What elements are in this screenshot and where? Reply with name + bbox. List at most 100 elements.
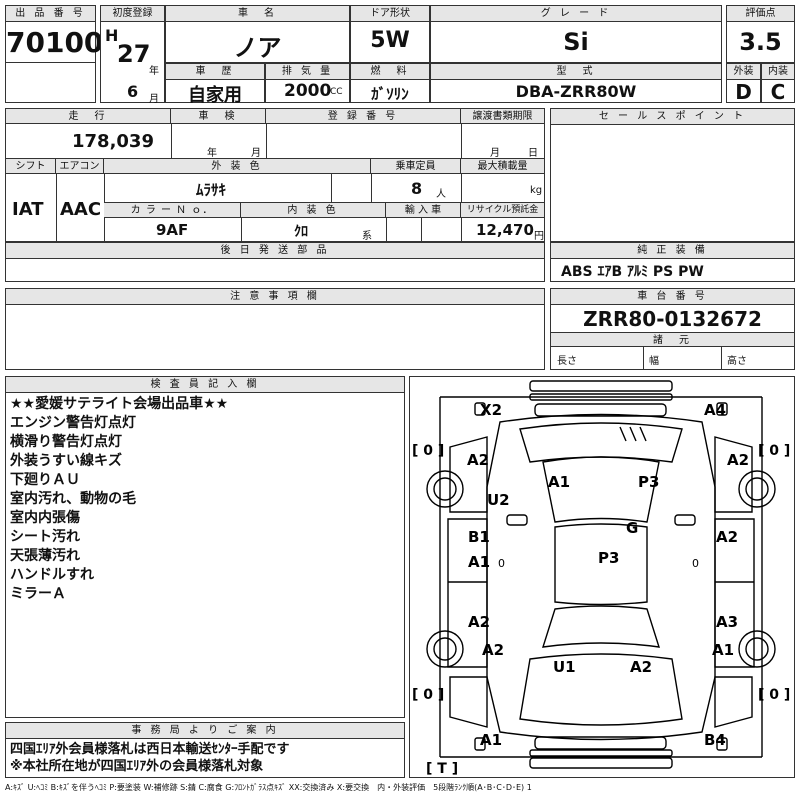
genuine-equipment-box: 純 正 装 備 ABS ｴｱB ｱﾙﾐ PS PW [550,242,795,282]
damage-mark: A1 [548,473,570,491]
damage-mark: A3 [716,613,738,631]
tire-depth-mark: [ 0 ] [412,687,444,703]
chassis-box: 車 台 番 号 ZRR80-0132672 諸 元 長さ 幅 高さ [550,288,795,370]
inspector-note-line: シート汚れ [10,529,80,545]
door-label: ドア形状 [351,6,429,22]
model-value: DBA-ZRR80W [515,82,637,101]
car-name-box: 車 名 ノア [165,5,350,63]
month-unit: 月 [149,94,159,105]
inspector-note-line: ハンドルすれ [10,567,94,583]
damage-mark: A2 [482,641,504,659]
interior-grade-box: 内装 C [761,63,795,104]
recycle-value: 12,470 [476,221,534,239]
car-name-label: 車 名 [166,6,349,22]
displacement-value: 2000 [284,81,332,101]
shift-label: シフト [6,159,56,174]
inspector-note-line: 室内汚れ、動物の毛 [10,491,137,507]
damage-mark: A2 [630,658,652,676]
cc-unit: CC [330,87,343,97]
damage-mark: B4 [704,731,726,749]
damage-mark: B1 [468,528,490,546]
era-value: H [105,26,119,45]
person-unit: 人 [436,189,446,200]
grade-value: Si [563,28,589,56]
damage-mark: A4 [704,401,726,419]
displacement-label: 排 気 量 [266,64,349,80]
inspection-month-unit: 月 [251,148,261,159]
fuel-value: ｶﾞｿﾘﾝ [371,85,409,103]
fuel-label: 燃 料 [351,64,429,80]
recycle-label: リサイクル預託金 [461,203,544,218]
inspector-note-line: ★★愛媛サテライト会場出品車★★ [10,396,229,412]
inspection-label: 車 検 [171,109,266,124]
lot-number-label: 出 品 番 号 [6,6,95,22]
chassis-value: ZRR80-0132672 [583,307,762,331]
damage-mark: A2 [468,613,490,631]
damage-mark: A2 [716,528,738,546]
max-load-label: 最大積載量 [461,159,544,174]
office-notes-line-1: 四国ｴﾘｱ外会員様落札は西日本輸送ｾﾝﾀｰ手配です [10,742,290,757]
color-no-label: カ ラ ー Ｎ ｏ． [104,203,241,218]
model-label: 型 式 [431,64,721,80]
exterior-grade-box: 外装 D [726,63,761,104]
notes-label: 注 意 事 項 欄 [6,289,544,305]
transfer-day-unit: 日 [528,148,538,159]
genuine-equipment-value: ABS ｴｱB ｱﾙﾐ PS PW [561,264,704,280]
inspector-note-line: ミラーＡ [10,586,66,602]
aircon-label: エアコン [56,159,104,174]
seat-zero-mark: 0 [692,557,699,570]
transfer-label: 譲渡書類期限 [461,109,544,124]
inspector-note-line: 横滑り警告灯点灯 [10,434,122,450]
damage-mark: G [626,519,638,537]
year-value: 27 [117,40,151,68]
model-box: 型 式 DBA-ZRR80W [430,63,722,103]
mileage-label: 走 行 [6,109,171,124]
first-registration-label: 初度登録 [101,6,164,22]
capacity-value: 8 [411,179,423,198]
damage-mark: U1 [553,658,576,676]
seat-zero-mark: 0 [498,557,505,570]
rating-box: 評価点 3.5 [726,5,795,63]
office-notes-line-2: ※本社所在地が四国ｴﾘｱ外の会員様落札対象 [10,759,264,774]
kg-unit: kg [530,185,543,196]
interior-grade-value: C [770,80,786,104]
height-label: 高さ [727,356,747,367]
grade-label: グ レ ー ド [431,6,721,22]
import-label: 輸 入 車 [386,203,461,218]
rating-label: 評価点 [727,6,794,22]
interior-grade-label: 内装 [762,64,794,80]
door-box: ドア形状 5W [350,5,430,63]
damage-mark: A1 [468,553,490,571]
color-no-value: 9AF [156,221,189,239]
damage-mark: A1 [480,731,502,749]
later-parts-label: 後 日 発 送 部 品 [6,243,544,259]
sales-points-label: セ ー ル ス ポ イ ン ト [551,109,794,125]
plate-label: 登 録 番 号 [266,109,461,124]
grade-box: グ レ ー ド Si [430,5,722,63]
fuel-box: 燃 料 ｶﾞｿﾘﾝ [350,63,430,103]
details-table: 走 行 車 検 登 録 番 号 譲渡書類期限 178,039 年 月 月 日 シ… [5,108,545,242]
inspector-note-line: 下廻りＡＵ [10,472,80,488]
damage-mark: A1 [712,641,734,659]
mileage-value: 178,039 [72,131,154,152]
damage-mark: A2 [467,451,489,469]
office-notes-box: 事 務 局 よ り ご 案 内 四国ｴﾘｱ外会員様落札は西日本輸送ｾﾝﾀｰ手配で… [5,722,405,778]
kei-unit: 系 [362,231,372,242]
notes-box: 注 意 事 項 欄 [5,288,545,370]
length-label: 長さ [557,356,577,367]
month-value: 6 [127,82,139,101]
interior-color-value: ｸﾛ [294,224,308,240]
inspector-notes-label: 検 査 員 記 入 欄 [6,377,404,393]
interior-color-label: 内 装 色 [241,203,386,218]
inspection-year-unit: 年 [207,148,217,159]
first-registration-box: 初度登録 H 27 年 6 月 [100,5,165,105]
width-label: 幅 [649,356,659,367]
exterior-grade-label: 外装 [727,64,760,80]
displacement-box: 排 気 量 2000 CC [265,63,350,103]
history-box: 車 歴 自家用 [165,63,265,106]
transfer-month-unit: 月 [490,148,500,159]
inspector-note-line: 天張薄汚れ [10,548,80,564]
lot-number-value: 70100 [6,26,104,59]
